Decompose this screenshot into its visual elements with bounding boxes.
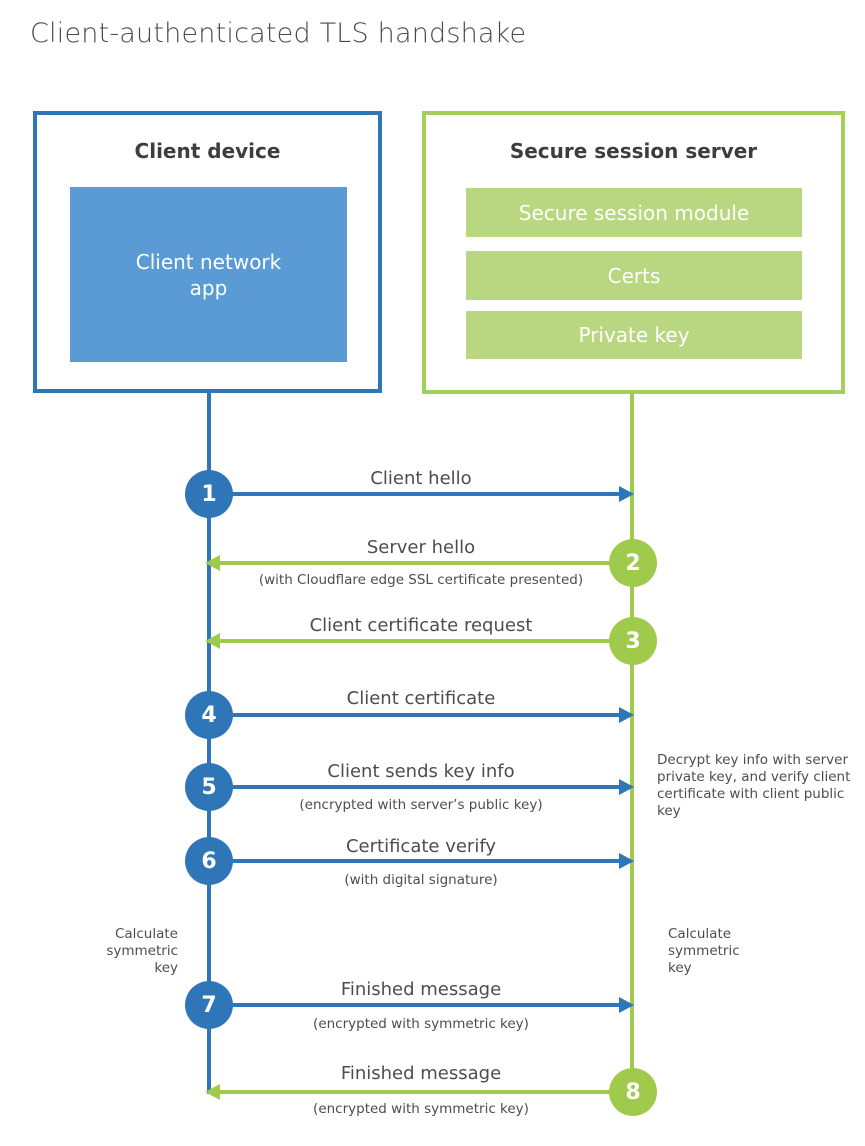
step5-sublabel: (encrypted with server’s public key) xyxy=(299,797,543,813)
step6-sublabel: (with digital signature) xyxy=(344,872,498,888)
step7-arrow-line xyxy=(231,1003,620,1007)
step8-arrow-line xyxy=(220,1090,611,1094)
step8-circle: 8 xyxy=(609,1068,657,1116)
step4-arrow-line xyxy=(231,713,620,717)
step6-label: Certificate verify xyxy=(345,836,497,857)
secure-session-server-title: Secure session server xyxy=(509,139,758,163)
server-decrypt-note: Decrypt key info with server private key… xyxy=(657,752,851,819)
step8-label: Finished message xyxy=(340,1063,502,1084)
step4-label: Client certificate xyxy=(346,688,496,709)
step2-sublabel: (with Cloudflare edge SSL certificate pr… xyxy=(258,572,584,588)
server-certs-bar: Certs xyxy=(466,251,802,300)
step5-arrowhead-icon xyxy=(619,779,634,795)
step7-label: Finished message xyxy=(340,979,502,1000)
step4-circle: 4 xyxy=(185,691,233,739)
step3-circle: 3 xyxy=(609,617,657,665)
step2-arrowhead-icon xyxy=(205,555,220,571)
step1-arrowhead-icon xyxy=(619,486,634,502)
step7-arrowhead-icon xyxy=(619,997,634,1013)
step1-label: Client hello xyxy=(370,468,472,489)
page-title: Client-authenticated TLS handshake xyxy=(30,18,527,49)
step6-circle: 6 xyxy=(185,837,233,885)
step8-sublabel: (encrypted with symmetric key) xyxy=(313,1101,529,1117)
step3-arrowhead-icon xyxy=(205,633,220,649)
step8-arrowhead-icon xyxy=(205,1084,220,1100)
client-lifeline xyxy=(207,391,211,1094)
step2-label: Server hello xyxy=(366,537,476,558)
step5-arrow-line xyxy=(231,785,620,789)
step7-circle: 7 xyxy=(185,981,233,1029)
step3-arrow-line xyxy=(220,639,611,643)
step1-circle: 1 xyxy=(185,470,233,518)
step7-sublabel: (encrypted with symmetric key) xyxy=(313,1016,529,1032)
step6-arrow-line xyxy=(231,859,620,863)
step3-label: Client certificate request xyxy=(309,615,533,636)
server-module-bar: Secure session module xyxy=(466,188,802,237)
step5-label: Client sends key info xyxy=(327,761,515,782)
server-private-key-bar: Private key xyxy=(466,311,802,359)
client-network-app-label: Client network app xyxy=(135,249,282,300)
server-lifeline xyxy=(630,392,634,1092)
client-calculate-symmetric-key-note: Calculate symmetric key xyxy=(106,926,178,976)
step2-arrow-line xyxy=(220,561,611,565)
client-network-app-box: Client network app xyxy=(70,187,347,362)
step4-arrowhead-icon xyxy=(619,707,634,723)
step1-arrow-line xyxy=(231,492,620,496)
step6-arrowhead-icon xyxy=(619,853,634,869)
client-device-title: Client device xyxy=(134,139,281,163)
server-calculate-symmetric-key-note: Calculate symmetric key xyxy=(668,926,740,976)
step5-circle: 5 xyxy=(185,763,233,811)
step2-circle: 2 xyxy=(609,539,657,587)
